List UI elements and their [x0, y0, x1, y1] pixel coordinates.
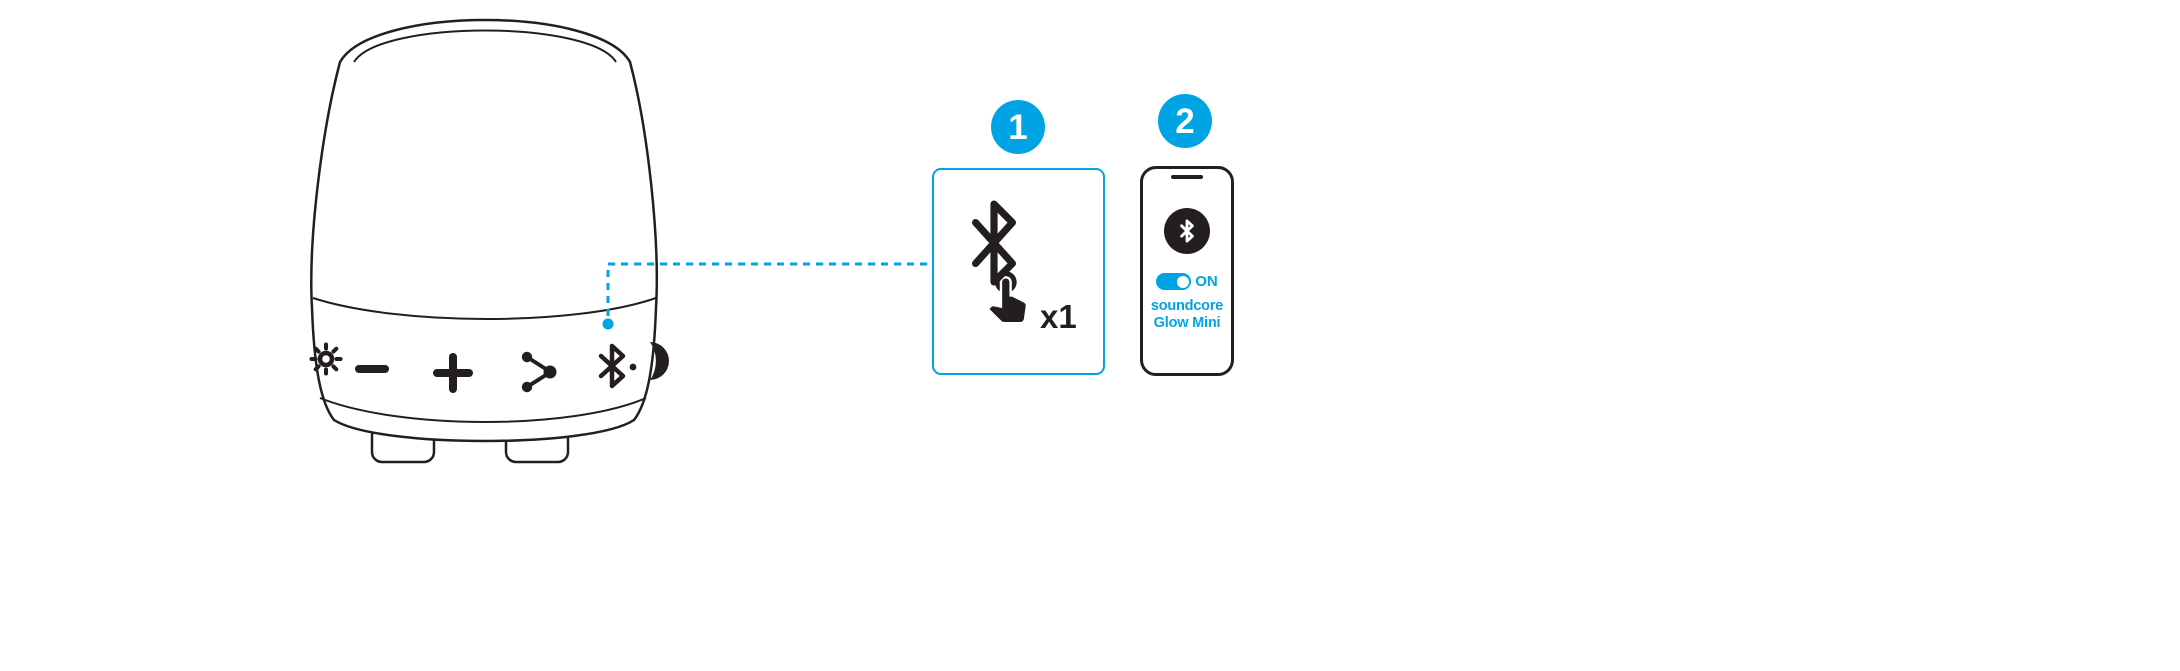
power-edge-icon [650, 342, 669, 380]
hand-press-icon [989, 271, 1026, 322]
step2-badge: 2 [1158, 94, 1212, 148]
callout [602, 262, 930, 330]
volume-up-icon [433, 353, 473, 393]
bluetooth-toggle [1156, 273, 1192, 290]
bluetooth-icon [1180, 219, 1194, 243]
phone-notch [1171, 175, 1203, 179]
bluetooth-toggle-row: ON [1143, 273, 1231, 290]
brand-text: soundcore Glow Mini [1143, 298, 1231, 332]
speaker-seam-upper [312, 297, 657, 320]
volume-down-icon [355, 365, 389, 373]
step1-number: 1 [1008, 107, 1028, 147]
app-name: soundcore [1150, 298, 1224, 314]
speaker-top-rim [353, 29, 617, 63]
status-led-dot [629, 363, 637, 371]
step1-badge: 1 [991, 100, 1045, 154]
phone-illustration: ON soundcore Glow Mini [1140, 166, 1234, 376]
brightness-icon [309, 342, 343, 376]
bluetooth-icon [971, 200, 1017, 286]
partycast-icon [521, 351, 557, 393]
speaker-seam-lower [319, 397, 647, 423]
press-count-label: x1 [1040, 298, 1077, 335]
bluetooth-button-icon [598, 343, 626, 389]
phone-bluetooth-badge [1164, 208, 1210, 254]
toggle-state-label: ON [1195, 273, 1218, 290]
step1-panel: x1 [932, 168, 1105, 375]
callout-line [606, 262, 930, 316]
callout-anchor-dot [602, 318, 614, 330]
step2-number: 2 [1175, 101, 1195, 141]
device-name: Glow Mini [1153, 315, 1221, 331]
toggle-knob [1176, 275, 1189, 288]
speaker-body [310, 18, 659, 443]
